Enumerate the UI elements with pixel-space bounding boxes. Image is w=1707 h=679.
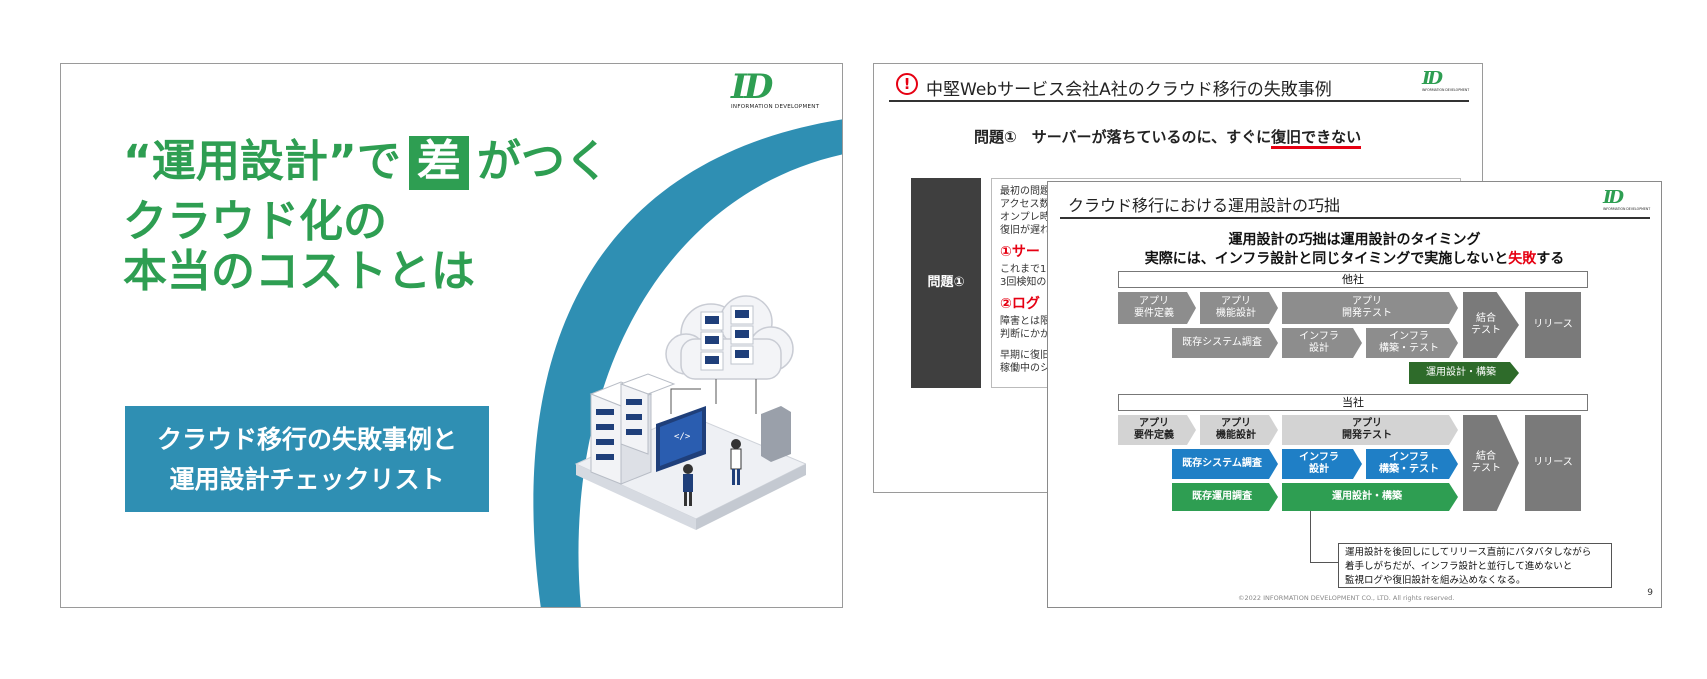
- page-number: 9: [1647, 588, 1653, 598]
- step-ops-design-build: 運用設計・構築: [1282, 483, 1458, 511]
- cover-subtitle-box: クラウド移行の失敗事例と 運用設計チェックリスト: [125, 406, 489, 512]
- lane-header-ours: 当社: [1118, 394, 1588, 411]
- step-existing-system-survey: 既存システム調査: [1172, 328, 1278, 358]
- comparison-slide: クラウド移行における運用設計の巧拙 ID INFORMATION DEVELOP…: [1047, 181, 1662, 608]
- step-existing-system-survey: 既存システム調査: [1172, 449, 1278, 479]
- brand-logo: ID INFORMATION DEVELOPMENT: [1603, 187, 1651, 212]
- person-icon: [683, 464, 693, 506]
- step-infra-design: インフラ設計: [1282, 328, 1362, 358]
- case-slide-title: 中堅Webサービス会社A社のクラウド移行の失敗事例: [926, 80, 1332, 100]
- subtitle-line1: 運用設計の巧拙は運用設計のタイミング: [1228, 232, 1481, 248]
- step-app-requirements: アプリ要件定義: [1118, 415, 1196, 445]
- problem-label-block: 問題①: [911, 178, 981, 388]
- cover-title-line1: “運用設計”で差がつく: [123, 136, 609, 190]
- step-ops-design-build-late: 運用設計・構築: [1409, 362, 1519, 384]
- step-app-dev-test: アプリ開発テスト: [1282, 415, 1458, 445]
- highlight-char: 差: [408, 136, 469, 190]
- step-app-function-design: アプリ機能設計: [1200, 415, 1278, 445]
- step-integration-test: 結合テスト: [1463, 415, 1519, 511]
- title-rule: [1060, 217, 1650, 219]
- note-callout: 運用設計を後回しにしてリリース直前にバタバタしながら 着手しがちだが、インフラ設…: [1338, 543, 1612, 588]
- step-integration-test: 結合テスト: [1463, 292, 1519, 358]
- lane-header-others: 他社: [1118, 271, 1588, 288]
- step-infra-build-test: インフラ構築・テスト: [1366, 328, 1458, 358]
- cover-title-line2: クラウド化の: [123, 196, 387, 247]
- step-release: リリース: [1525, 415, 1581, 511]
- step-release: リリース: [1525, 292, 1581, 358]
- blue-arc-decoration: [533, 119, 842, 607]
- code-glyph: </>: [674, 432, 691, 442]
- alert-icon: !: [896, 73, 918, 95]
- step-app-function-design: アプリ機能設計: [1200, 292, 1278, 324]
- cover-title-line3: 本当のコストとは: [123, 246, 475, 297]
- brand-logo: ID INFORMATION DEVELOPMENT: [731, 67, 820, 110]
- step-infra-design: インフラ設計: [1282, 449, 1362, 479]
- note-connector: [1310, 511, 1338, 563]
- step-app-dev-test: アプリ開発テスト: [1282, 292, 1458, 324]
- compare-slide-title: クラウド移行における運用設計の巧拙: [1068, 196, 1341, 215]
- person-icon: [730, 439, 742, 485]
- subtitle-line2: 実際には、インフラ設計と同じタイミングで実施しないと失敗する: [1144, 251, 1565, 267]
- step-app-requirements: アプリ要件定義: [1118, 292, 1196, 324]
- step-existing-ops-survey: 既存運用調査: [1172, 483, 1278, 511]
- title-rule: [889, 100, 1469, 102]
- copyright: ©2022 INFORMATION DEVELOPMENT CO., LTD. …: [1238, 594, 1455, 602]
- cover-slide: ID INFORMATION DEVELOPMENT “運用設計”で差がつく ク…: [60, 63, 843, 608]
- brand-logo: ID INFORMATION DEVELOPMENT: [1422, 68, 1470, 93]
- problem-statement: 問題① サーバーが落ちているのに、すぐに復旧できない: [974, 126, 1362, 149]
- step-infra-build-test: インフラ構築・テスト: [1366, 449, 1458, 479]
- cloud-datacenter-illustration: </>: [574, 295, 806, 530]
